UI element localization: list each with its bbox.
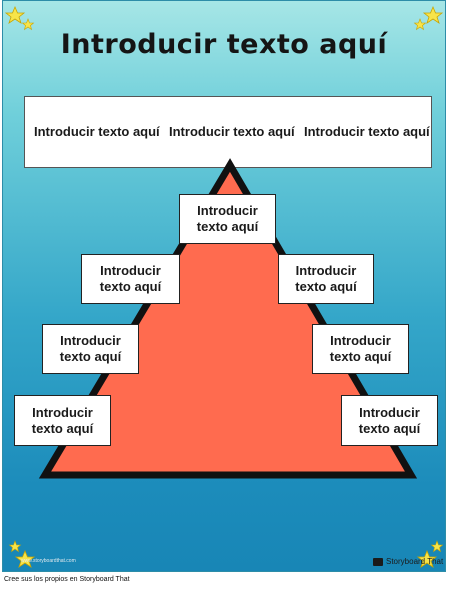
right-upper-text-box[interactable]: Introducir texto aquí	[278, 254, 374, 304]
star-icon	[8, 540, 36, 568]
left-middle-text-box[interactable]: Introducir texto aquí	[42, 324, 139, 374]
brand-label: Storyboard That	[386, 557, 444, 566]
storyboard-brand: Storyboard That	[373, 557, 443, 566]
pyramid	[38, 158, 418, 479]
pyramid-triangle	[38, 158, 418, 479]
left-lower-text-box[interactable]: Introducir texto aquí	[14, 395, 111, 446]
star-icon	[413, 5, 443, 31]
footer-caption: Cree sus los propios en Storyboard That	[4, 576, 130, 583]
star-icon	[416, 540, 444, 568]
top-text-item-1[interactable]: Introducir texto aquí	[34, 124, 160, 139]
top-text-item-3[interactable]: Introducir texto aquí	[304, 124, 430, 139]
top-text-item-2[interactable]: Introducir texto aquí	[169, 124, 295, 139]
left-upper-text-box[interactable]: Introducir texto aquí	[81, 254, 180, 304]
watermark-text: www.storyboardthat.com	[21, 558, 76, 564]
poster: Introducir texto aquí Introducir texto a…	[2, 0, 446, 572]
top-text-box[interactable]: Introducir texto aquí Introducir texto a…	[24, 96, 432, 168]
apex-text-box[interactable]: Introducir texto aquí	[179, 194, 276, 244]
poster-title[interactable]: Introducir texto aquí	[60, 29, 388, 60]
right-lower-text-box[interactable]: Introducir texto aquí	[341, 395, 438, 446]
star-icon	[5, 5, 35, 31]
right-middle-text-box[interactable]: Introducir texto aquí	[312, 324, 409, 374]
storyboard-logo-icon	[373, 557, 383, 566]
